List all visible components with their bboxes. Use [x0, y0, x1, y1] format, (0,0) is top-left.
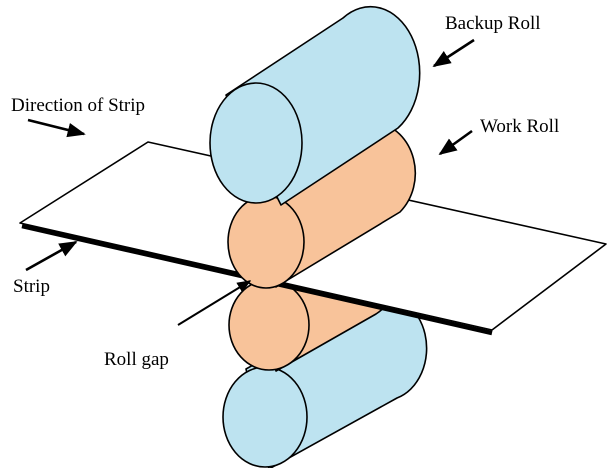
top-backup-roll-face: [209, 82, 303, 204]
top-backup-roll: [209, 5, 421, 206]
direction-of-strip-label: Direction of Strip: [11, 95, 145, 116]
strip-label: Strip: [13, 276, 50, 297]
work-roll-arrow: [438, 129, 473, 156]
roll-gap-label: Roll gap: [104, 349, 169, 370]
top-work-roll-face: [227, 195, 305, 289]
roll-gap-arrow: [177, 280, 252, 326]
backup-roll-label: Backup Roll: [445, 13, 541, 34]
backup-roll-arrow: [432, 38, 475, 68]
bottom-backup-roll-face: [222, 366, 308, 468]
direction-of-strip-arrow: [27, 118, 86, 138]
bottom-work-roll-face: [228, 279, 310, 371]
work-roll-label: Work Roll: [480, 116, 559, 137]
strip-arrow: [25, 240, 78, 272]
